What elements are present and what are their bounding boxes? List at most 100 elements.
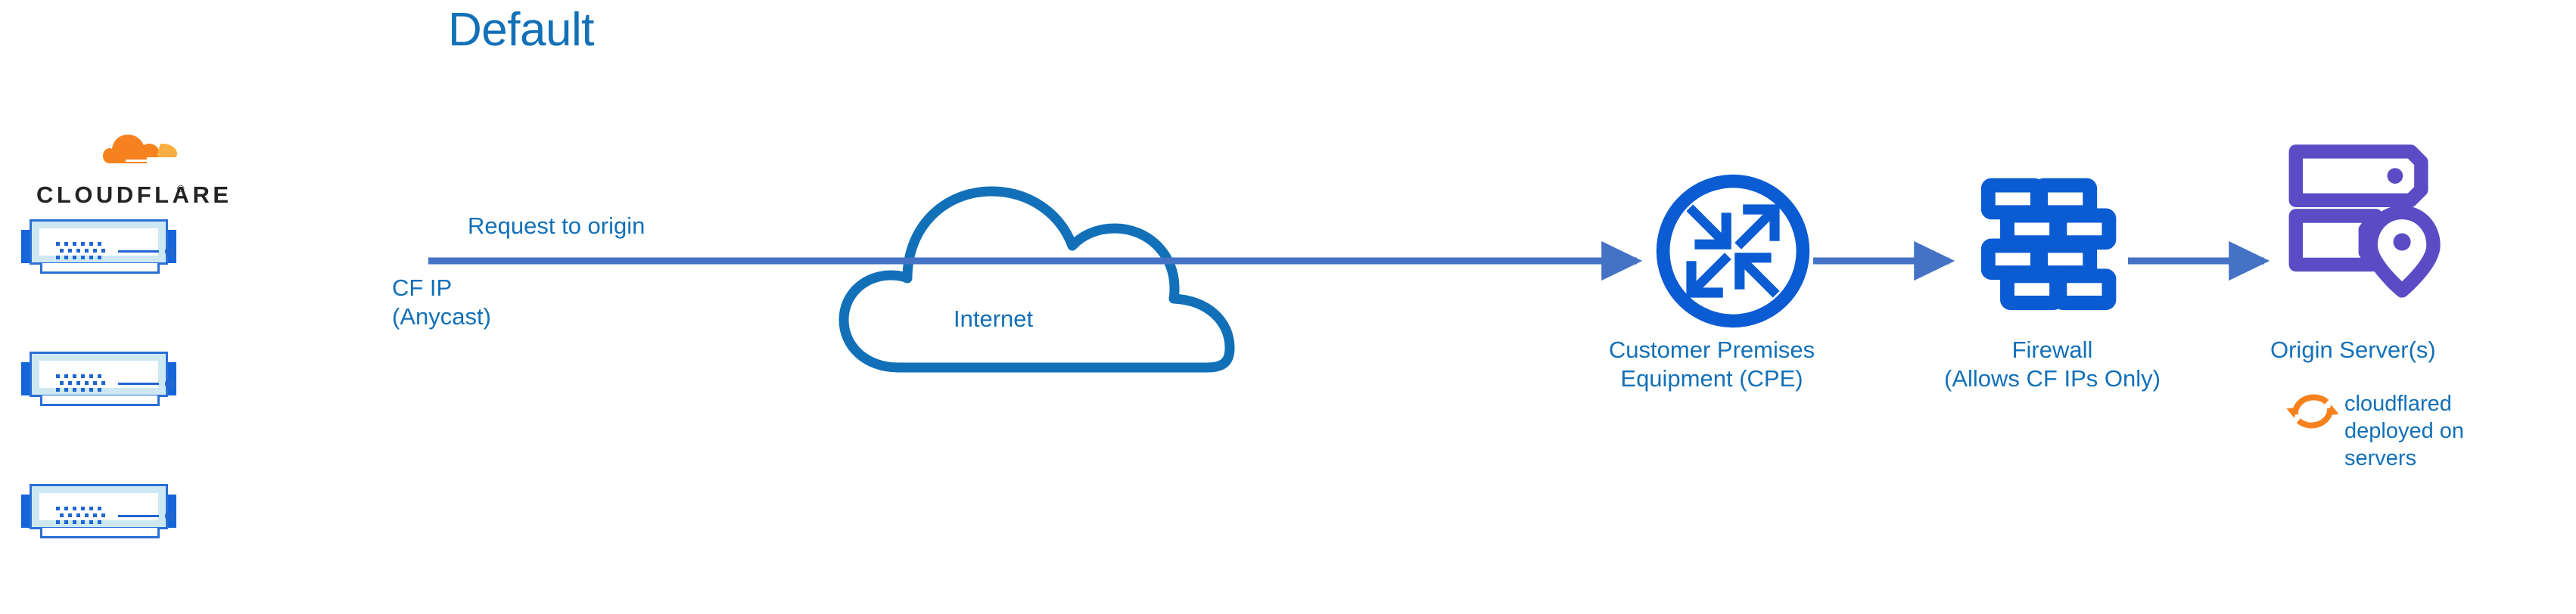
server-ear-left-icon: [21, 495, 32, 528]
server-led-icon: [81, 388, 85, 392]
server-led-icon: [81, 242, 85, 246]
server-led-icon: [56, 520, 60, 524]
server-base: [40, 263, 160, 274]
server-led-icon: [85, 381, 89, 385]
server-led-icon: [68, 381, 72, 385]
server-line-icon: [118, 250, 159, 253]
server-led-icon: [56, 242, 60, 246]
server-led-grid-icon: [56, 374, 105, 394]
label-cpe: Customer Premises Equipment (CPE): [1608, 336, 1815, 392]
server-led-icon: [93, 249, 97, 253]
server-led-icon: [81, 256, 85, 259]
server-led-icon: [98, 388, 101, 392]
server-led-icon: [76, 513, 80, 517]
server-led-icon: [68, 513, 72, 517]
cloudflare-wordmark: CLOUDFLARE: [36, 181, 232, 208]
server-base: [40, 395, 160, 406]
server-led-icon: [56, 374, 60, 378]
server-led-icon: [76, 381, 80, 385]
server-ear-left-icon: [21, 362, 32, 395]
server-status-dot-icon: [165, 511, 175, 521]
registered-trademark-icon: ®: [177, 183, 185, 194]
server-led-icon: [89, 520, 93, 524]
server-status-dot-icon: [165, 379, 175, 389]
label-origin-server: Origin Server(s): [2270, 336, 2436, 363]
brick-wall-icon: [1968, 168, 2126, 327]
server-led-icon: [101, 381, 105, 385]
server-base: [40, 528, 160, 538]
server-ear-left-icon: [21, 230, 32, 263]
server-led-icon: [89, 388, 93, 392]
server-led-icon: [73, 507, 76, 510]
server-panel: [39, 361, 175, 392]
server-led-icon: [81, 374, 85, 378]
page-title: Default: [448, 4, 594, 56]
server-led-icon: [64, 520, 68, 524]
server-unit-icon: [21, 484, 176, 541]
label-firewall: Firewall (Allows CF IPs Only): [1944, 336, 2161, 392]
server-led-icon: [56, 388, 60, 392]
server-led-icon: [89, 374, 93, 378]
server-panel: [39, 493, 175, 524]
server-led-icon: [73, 256, 76, 259]
server-led-icon: [64, 242, 68, 246]
server-led-icon: [81, 507, 85, 510]
server-led-grid-icon: [56, 242, 105, 262]
server-led-icon: [73, 520, 76, 524]
router-circle-icon: [1656, 174, 1810, 328]
cloudflare-logo: CLOUDFLARE ®: [21, 113, 229, 212]
server-led-icon: [73, 242, 76, 246]
cloud-shape-icon: [838, 186, 1235, 373]
internet-label: Internet: [954, 305, 1034, 332]
server-panel: [39, 228, 175, 259]
server-led-icon: [85, 249, 89, 253]
server-led-icon: [98, 256, 101, 259]
server-body: [30, 352, 175, 397]
server-led-icon: [89, 256, 93, 259]
server-led-icon: [68, 249, 72, 253]
server-led-icon: [76, 249, 80, 253]
server-led-icon: [64, 507, 68, 510]
internet-cloud-icon: Internet: [836, 110, 1268, 374]
server-status-dot-icon: [165, 247, 175, 256]
label-cf-ip: CF IP (Anycast): [392, 274, 491, 330]
server-unit-icon: [21, 352, 176, 408]
server-led-icon: [89, 242, 93, 246]
server-led-icon: [60, 513, 64, 517]
server-led-icon: [64, 374, 68, 378]
sync-arrows-icon: [2285, 384, 2340, 439]
server-body: [30, 484, 175, 529]
server-led-icon: [56, 507, 60, 510]
server-led-icon: [56, 256, 60, 259]
server-led-icon: [73, 374, 76, 378]
server-led-icon: [101, 249, 105, 253]
server-led-grid-icon: [56, 507, 105, 526]
server-led-icon: [98, 242, 101, 246]
server-rack-location-pin-icon: [2285, 138, 2459, 312]
server-led-icon: [89, 507, 93, 510]
server-led-icon: [64, 388, 68, 392]
label-cloudflared: cloudflared deployed on servers: [2344, 392, 2465, 470]
server-unit-icon: [21, 219, 176, 276]
server-led-icon: [64, 256, 68, 259]
server-led-icon: [85, 513, 89, 517]
label-request-to-origin: Request to origin: [468, 212, 646, 239]
server-led-icon: [93, 513, 97, 517]
server-led-icon: [98, 374, 101, 378]
server-led-icon: [98, 520, 101, 524]
cloudflare-cloud-logo-icon: [103, 135, 177, 163]
server-led-icon: [101, 513, 105, 517]
cloudflared-refresh-icon: [2286, 394, 2339, 429]
server-led-icon: [73, 388, 76, 392]
server-body: [30, 219, 175, 265]
server-led-icon: [93, 381, 97, 385]
server-line-icon: [118, 383, 159, 385]
server-led-icon: [98, 507, 101, 510]
firewall-bricks-icon: [1980, 178, 2117, 310]
server-led-icon: [81, 520, 85, 524]
router-arrows-icon: [1650, 168, 1816, 334]
origin-server-icon: [2288, 144, 2441, 298]
server-led-icon: [60, 249, 64, 253]
